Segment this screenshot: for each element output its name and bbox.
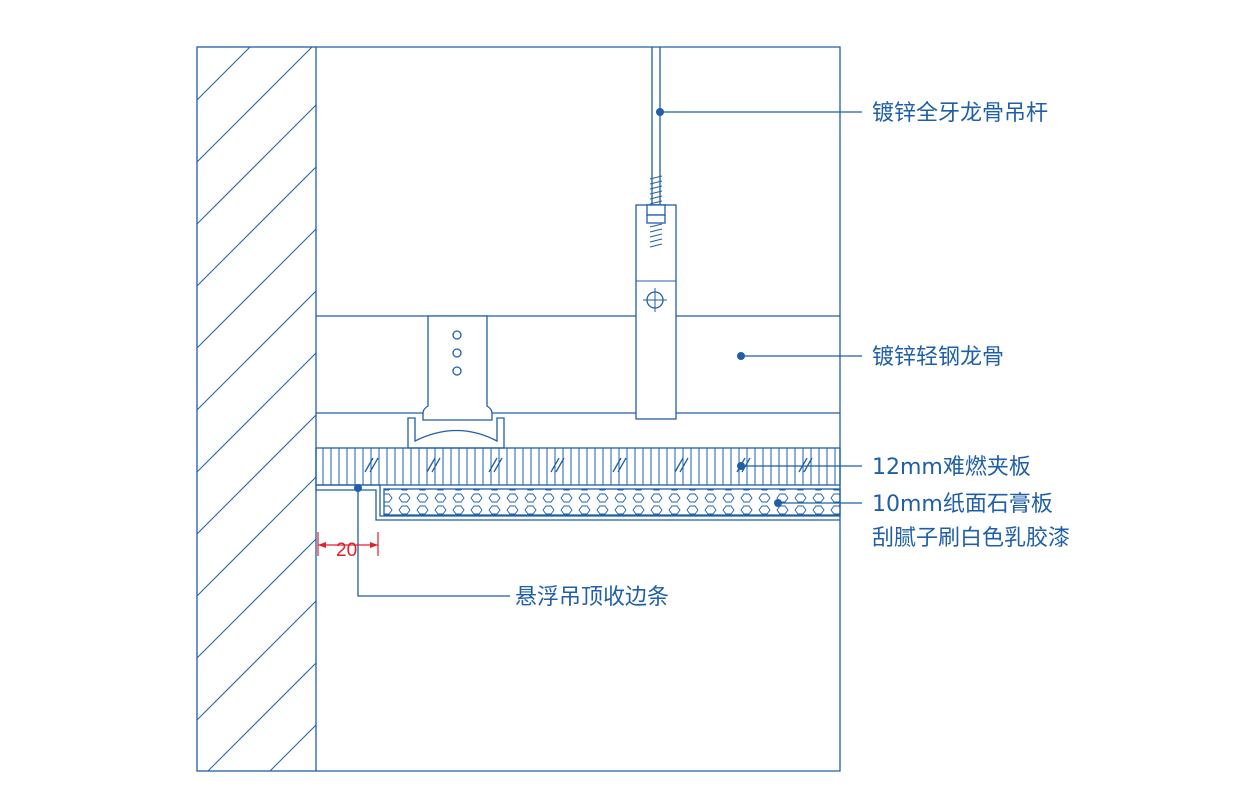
main-keel-clip xyxy=(407,315,505,449)
wall xyxy=(196,46,317,772)
section-frame xyxy=(316,46,841,772)
wall-hatch-line xyxy=(197,414,316,535)
gypsum-board xyxy=(383,488,841,516)
slash-mark xyxy=(431,457,441,473)
wall-hatch-line xyxy=(197,228,316,349)
slash-mark xyxy=(426,457,436,473)
wall-hatch-line xyxy=(197,352,316,473)
wall-hatch-line xyxy=(197,47,313,163)
wall-hatch-line xyxy=(197,600,316,721)
thread-line xyxy=(649,190,663,195)
wall-hatch-line xyxy=(269,724,316,771)
slash-mark xyxy=(798,457,808,473)
thread-line xyxy=(649,175,663,180)
label-edge-trim: 悬浮吊顶收边条 xyxy=(515,585,669,610)
slash-mark xyxy=(617,457,627,473)
thread-line xyxy=(649,233,663,238)
slash-mark xyxy=(493,457,503,473)
slash-mark xyxy=(679,457,689,473)
light-steel-keel xyxy=(316,315,840,414)
wall-hatch-line xyxy=(197,104,316,225)
thread-line xyxy=(649,228,663,233)
wall-hatch-line xyxy=(197,47,251,101)
dimension-value: 20 xyxy=(336,540,357,561)
wall-hatch-line xyxy=(207,662,316,771)
slash-mark xyxy=(555,457,565,473)
label-steel-keel: 镀锌轻钢龙骨 xyxy=(872,345,1004,370)
thread-line xyxy=(649,243,663,248)
label-plywood: 12mm难燃夹板 xyxy=(872,455,1031,480)
slash-mark xyxy=(364,457,374,473)
leader-lines xyxy=(354,108,862,597)
slash-mark xyxy=(369,457,379,473)
wall-hatch-line xyxy=(197,476,316,597)
thread-line xyxy=(649,238,663,243)
slash-mark xyxy=(612,457,622,473)
plywood-marks xyxy=(364,457,813,473)
wall-hatch-line xyxy=(197,166,316,287)
label-gypsum-board: 10mm纸面石膏板 xyxy=(872,492,1053,517)
thread-line xyxy=(649,200,663,205)
slash-mark xyxy=(674,457,684,473)
label-threaded-rod: 镀锌全牙龙骨吊杆 xyxy=(872,101,1048,126)
edge-trim xyxy=(315,484,840,521)
thread-line xyxy=(649,195,663,200)
slash-mark xyxy=(741,457,751,473)
thread-line xyxy=(649,185,663,190)
wall-hatch-line xyxy=(197,538,316,659)
plywood-grain xyxy=(322,448,836,485)
slash-mark xyxy=(488,457,498,473)
plywood-layer xyxy=(315,447,841,486)
slash-mark xyxy=(803,457,813,473)
wall-hatch xyxy=(197,47,316,771)
bracket-thread xyxy=(649,223,663,248)
dimension-20: 20 xyxy=(317,532,379,561)
wall-hatch-line xyxy=(197,290,316,411)
label-gypsum-finish: 刮腻子刷白色乳胶漆 xyxy=(872,526,1070,551)
slash-mark xyxy=(550,457,560,473)
hanger-bracket xyxy=(635,204,677,420)
thread-line xyxy=(649,180,663,185)
thread-line xyxy=(649,223,663,228)
